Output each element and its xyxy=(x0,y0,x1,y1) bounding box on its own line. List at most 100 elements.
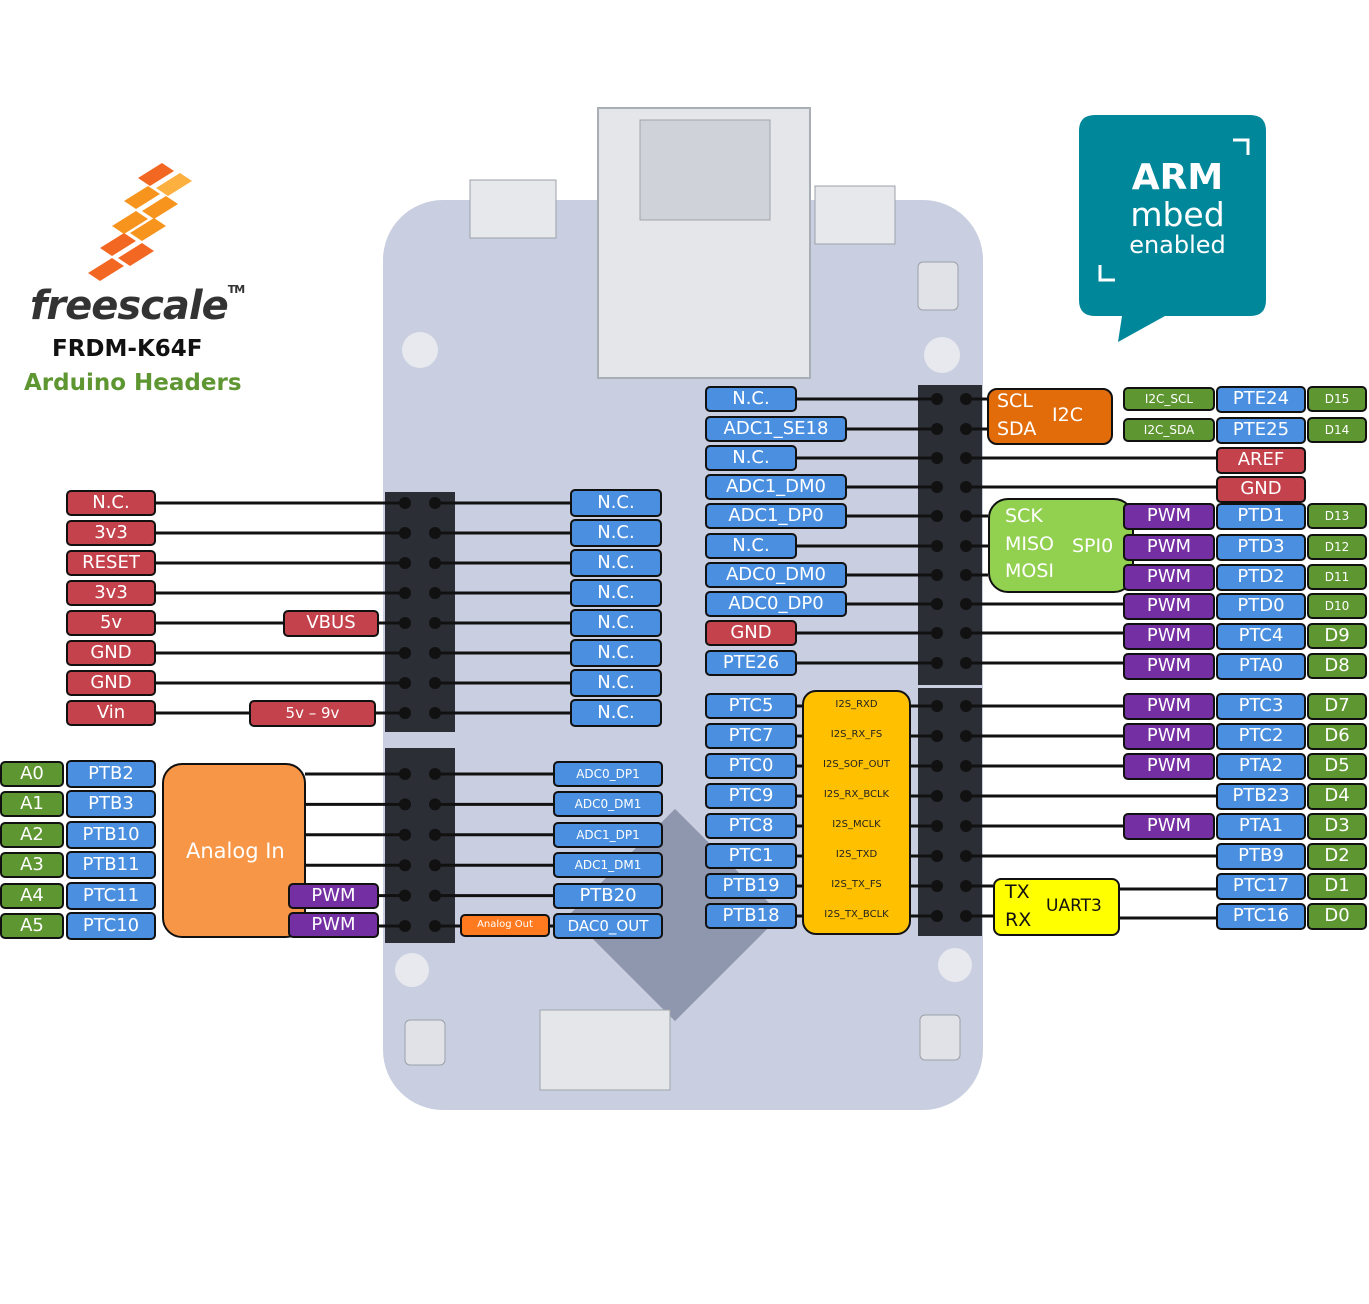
reset-button xyxy=(917,261,959,311)
pin-dot xyxy=(399,859,411,872)
header-pin-label: PTC3 xyxy=(1216,692,1306,720)
pin-dot xyxy=(399,828,411,841)
header-pin-label: PTA1 xyxy=(1216,812,1306,840)
sw-button-right xyxy=(919,1014,961,1061)
header-pin-label: PTA0 xyxy=(1216,652,1306,680)
pin-dot xyxy=(399,647,411,659)
ethernet-jack xyxy=(597,107,811,379)
i2c-alt-label: I2C_SDA xyxy=(1123,418,1215,442)
pwm-label: PWM xyxy=(1123,533,1215,561)
header-left-label: PTB19 xyxy=(705,873,797,899)
pwm-label: PWM xyxy=(1123,722,1215,750)
header-left-label: N.C. xyxy=(705,386,797,412)
analog-right-label: ADC0_DP1 xyxy=(553,761,663,787)
header-left-label: PTC0 xyxy=(705,753,797,779)
usb-port-left xyxy=(469,179,557,239)
arduino-digital-label: D10 xyxy=(1307,593,1367,619)
pin-dot xyxy=(960,700,972,712)
board-title: FRDM-K64F xyxy=(52,336,203,362)
power-right-label: N.C. xyxy=(570,549,662,577)
pin-dot xyxy=(931,569,943,581)
header-left-label: PTB18 xyxy=(705,903,797,929)
pwm-label: PWM xyxy=(1123,592,1215,620)
i2s-signal-label: I2S_RXD xyxy=(835,699,878,710)
header-left-label: ADC0_DM0 xyxy=(705,562,847,588)
pin-dot xyxy=(429,859,441,872)
i2s-signal-label: I2S_TXD xyxy=(835,849,878,860)
i2c-sda: SDA xyxy=(997,418,1037,440)
pin-dot xyxy=(960,790,972,802)
analog-pin-label: PTC11 xyxy=(66,881,156,910)
arm-corner-mark xyxy=(1098,265,1115,282)
analog-in-group xyxy=(162,763,306,938)
arduino-digital-label: D2 xyxy=(1307,842,1367,870)
arm-mbed-badge xyxy=(1079,115,1266,342)
freescale-wordmark: freescaleTM xyxy=(30,283,245,329)
power-pin-label: Vin xyxy=(66,700,156,726)
pwm-label: PWM xyxy=(288,883,379,909)
arm-line3: enabled xyxy=(1129,231,1226,259)
pin-dot xyxy=(931,910,943,922)
vbus-label: VBUS xyxy=(283,609,379,637)
header-pin-label: PTA2 xyxy=(1216,752,1306,780)
i2s-signal-label: I2S_RX_FS xyxy=(830,729,883,740)
arm-corner-mark xyxy=(1233,138,1250,155)
pin-dot xyxy=(931,700,943,712)
header-left-label: N.C. xyxy=(705,533,797,559)
mount-hole xyxy=(938,948,972,982)
power-pin-label: GND xyxy=(66,670,156,696)
header-digital-low xyxy=(918,688,982,936)
analog-pin-label: PTB2 xyxy=(66,760,156,788)
analog-right-label: PTB20 xyxy=(553,882,663,909)
pin-dot xyxy=(931,760,943,772)
arduino-digital-label: D7 xyxy=(1307,692,1367,720)
analog-right-label: ADC1_DM1 xyxy=(553,852,663,879)
pin-dot xyxy=(429,707,441,719)
board-subtitle: Arduino Headers xyxy=(24,370,242,396)
board xyxy=(383,107,983,1110)
arduino-digital-label: D13 xyxy=(1307,503,1367,529)
pin-dot xyxy=(931,820,943,832)
pin-dot xyxy=(960,657,972,669)
pwm-label: PWM xyxy=(1123,752,1215,780)
pin-dots xyxy=(399,393,972,932)
pin-dot xyxy=(931,423,943,435)
power-pin-label: GND xyxy=(66,640,156,666)
analog-in-label: Analog In xyxy=(186,839,285,863)
header-pin-label: PTC4 xyxy=(1216,622,1306,650)
logo-segment xyxy=(138,163,174,186)
i2s-signal-label: I2S_RX_BCLK xyxy=(823,789,890,800)
pin-dot xyxy=(960,910,972,922)
uart-rx: RX xyxy=(1005,909,1032,931)
mount-hole xyxy=(395,953,429,987)
mount-hole xyxy=(402,332,438,368)
arduino-analog-label: A4 xyxy=(0,882,64,909)
arduino-digital-label: D8 xyxy=(1307,653,1367,679)
arduino-digital-label: D3 xyxy=(1307,812,1367,840)
power-right-label: N.C. xyxy=(570,639,662,667)
sw-button-left xyxy=(404,1019,446,1066)
header-left-label: ADC1_DM0 xyxy=(705,474,847,500)
pin-dot xyxy=(960,510,972,522)
pin-dot xyxy=(399,617,411,629)
logo-segment xyxy=(88,258,124,281)
arduino-digital-label: D11 xyxy=(1307,564,1367,590)
header-pin-label: PTD2 xyxy=(1216,563,1306,591)
spi-sck: SCK xyxy=(1005,505,1043,527)
arduino-digital-label: D1 xyxy=(1307,872,1367,900)
arduino-digital-label: D14 xyxy=(1307,417,1367,443)
pin-dot xyxy=(429,497,441,509)
vin-range-label: 5v – 9v xyxy=(249,699,376,727)
arduino-digital-label: D12 xyxy=(1307,534,1367,560)
pin-dot xyxy=(399,707,411,719)
i2s-signal-label: I2S_TX_BCLK xyxy=(824,909,889,920)
sd-card-slot xyxy=(539,1009,671,1091)
header-pin-label: PTB23 xyxy=(1216,782,1306,810)
pin-dot xyxy=(931,627,943,639)
header-pin-label: PTE25 xyxy=(1216,416,1306,444)
pin-dot xyxy=(399,798,411,811)
pin-dot xyxy=(399,920,411,932)
pin-dot xyxy=(960,760,972,772)
pin-dot xyxy=(399,587,411,599)
power-pin-label: 3v3 xyxy=(66,580,156,606)
